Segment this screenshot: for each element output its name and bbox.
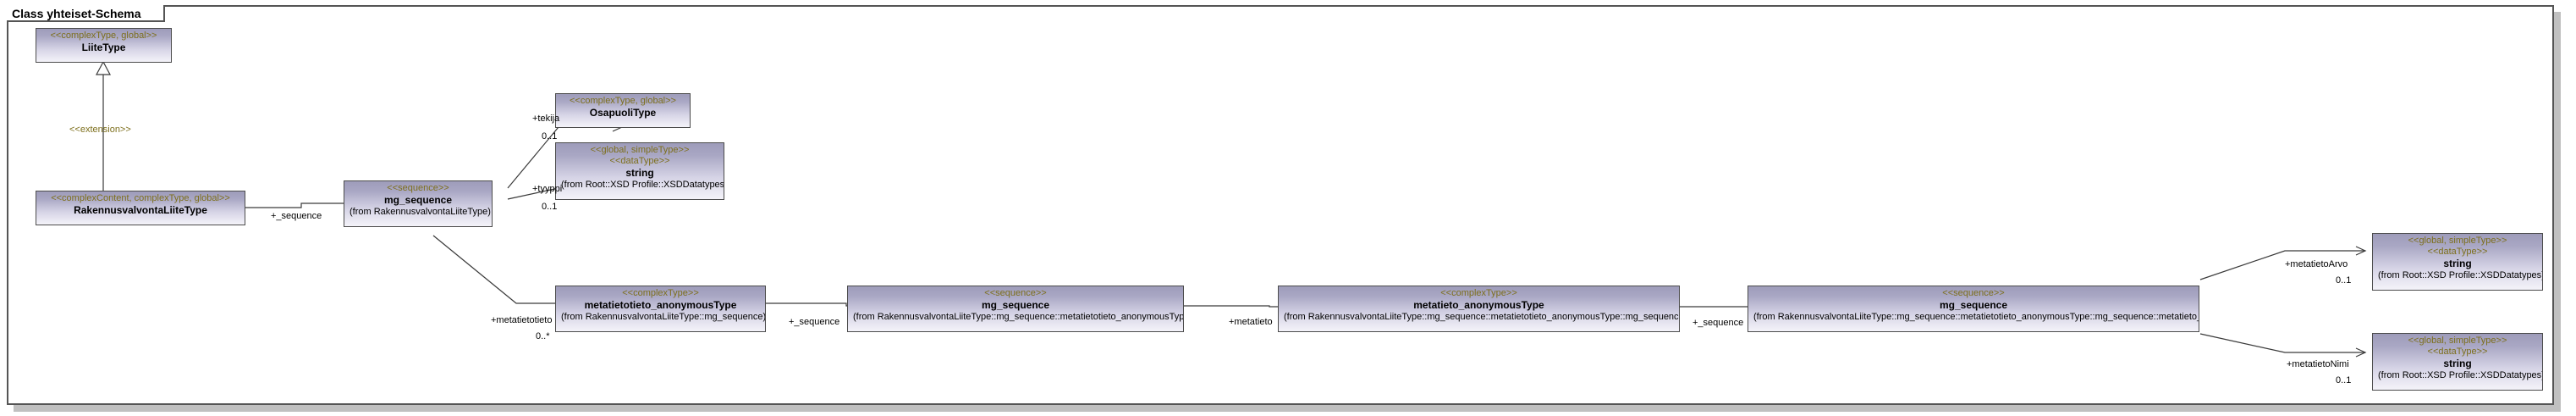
class-box-mg-sequence-root[interactable]: <<sequence>> mg_sequence (from Rakennusv… xyxy=(344,180,493,227)
class-name: metatietotieto_anonymousType xyxy=(584,299,737,311)
class-stereotype: <<sequence>> xyxy=(984,288,1047,298)
class-box-string-tyyppi[interactable]: <<global, simpleType>> <<dataType>> stri… xyxy=(555,142,724,200)
class-box-string-metatietoarvo[interactable]: <<global, simpleType>> <<dataType>> stri… xyxy=(2372,233,2543,291)
class-origin: (from RakennusvalvontaLiiteType::mg_sequ… xyxy=(1284,312,1680,322)
diagram-title: Class yhteiset-Schema xyxy=(7,5,165,22)
class-stereotype: <<complexType, global>> xyxy=(570,96,676,106)
class-name: mg_sequence xyxy=(383,194,453,206)
class-box-rakennusvalvontaliitetype[interactable]: <<complexContent, complexType, global>> … xyxy=(36,191,245,225)
class-name: LiiteType xyxy=(81,42,126,53)
connector-role-metatietonimi: +metatietoNimi xyxy=(2287,359,2349,369)
class-box-mg-sequence-3[interactable]: <<sequence>> mg_sequence (from Rakennusv… xyxy=(1748,286,2199,332)
class-name: mg_sequence xyxy=(1939,299,2008,311)
class-origin: (from RakennusvalvontaLiiteType::mg_sequ… xyxy=(1753,312,2199,322)
class-box-string-metatietonimi[interactable]: <<global, simpleType>> <<dataType>> stri… xyxy=(2372,333,2543,391)
class-box-liitetype[interactable]: <<complexType, global>> LiiteType xyxy=(36,28,172,63)
connector-role-sequence-3: +_sequence xyxy=(1693,318,1744,328)
connector-role-metatietotieto: +metatietotieto xyxy=(491,315,553,325)
class-stereotype-2: <<dataType>> xyxy=(2427,247,2488,257)
class-stereotype: <<complexType>> xyxy=(1440,288,1517,298)
connector-mult-metatietonimi: 0..1 xyxy=(2336,375,2352,385)
connector-role-sequence-2: +_sequence xyxy=(789,317,840,327)
class-origin: (from Root::XSD Profile::XSDDatatypes) xyxy=(2378,270,2543,280)
class-name: RakennusvalvontaLiiteType xyxy=(74,204,207,216)
connector-label-extension: <<extension>> xyxy=(69,125,131,135)
connector-mult-metatietotieto: 0..* xyxy=(536,331,550,341)
class-stereotype: <<global, simpleType>> xyxy=(2408,236,2507,246)
class-box-metatieto-anonymoustype[interactable]: <<complexType>> metatieto_anonymousType … xyxy=(1278,286,1680,332)
connector-role-root-sequence: +_sequence xyxy=(271,211,322,221)
connector-mult-tyyppi: 0..1 xyxy=(542,202,558,212)
class-name: OsapuoliType xyxy=(589,107,657,119)
class-stereotype-2: <<dataType>> xyxy=(609,156,670,166)
connector-mult-tekija: 0..1 xyxy=(542,131,558,141)
connector-mult-metatietoarvo: 0..1 xyxy=(2336,275,2352,286)
connector-role-metatieto: +metatieto xyxy=(1229,317,1273,327)
connector-role-metatietoarvo: +metatietoArvo xyxy=(2285,259,2348,269)
class-stereotype-2: <<dataType>> xyxy=(2427,347,2488,357)
class-name: metatieto_anonymousType xyxy=(1413,299,1544,311)
class-stereotype: <<global, simpleType>> xyxy=(590,145,690,155)
class-box-osapuolitype[interactable]: <<complexType, global>> OsapuoliType xyxy=(555,93,691,128)
class-origin: (from Root::XSD Profile::XSDDatatypes) xyxy=(561,180,724,190)
class-stereotype: <<sequence>> xyxy=(387,183,449,193)
connector-role-tekija: +tekija xyxy=(532,114,560,124)
class-origin: (from Root::XSD Profile::XSDDatatypes) xyxy=(2378,370,2543,380)
class-stereotype: <<sequence>> xyxy=(1942,288,2005,298)
connector-role-tyyppi: +tyyppi xyxy=(532,184,563,194)
class-origin: (from RakennusvalvontaLiiteType::mg_sequ… xyxy=(561,312,766,322)
class-name: string xyxy=(2443,358,2472,369)
class-stereotype: <<complexType, global>> xyxy=(50,31,157,41)
class-stereotype: <<complexType>> xyxy=(622,288,699,298)
class-box-metatietotieto-anonymoustype[interactable]: <<complexType>> metatietotieto_anonymous… xyxy=(555,286,766,332)
class-stereotype: <<global, simpleType>> xyxy=(2408,336,2507,346)
class-origin: (from RakennusvalvontaLiiteType) xyxy=(350,207,491,217)
class-name: string xyxy=(625,167,654,179)
class-origin: (from RakennusvalvontaLiiteType::mg_sequ… xyxy=(853,312,1184,322)
class-name: string xyxy=(2443,258,2472,269)
class-stereotype: <<complexContent, complexType, global>> xyxy=(51,193,230,203)
class-name: mg_sequence xyxy=(981,299,1050,311)
class-box-mg-sequence-2[interactable]: <<sequence>> mg_sequence (from Rakennusv… xyxy=(847,286,1184,332)
